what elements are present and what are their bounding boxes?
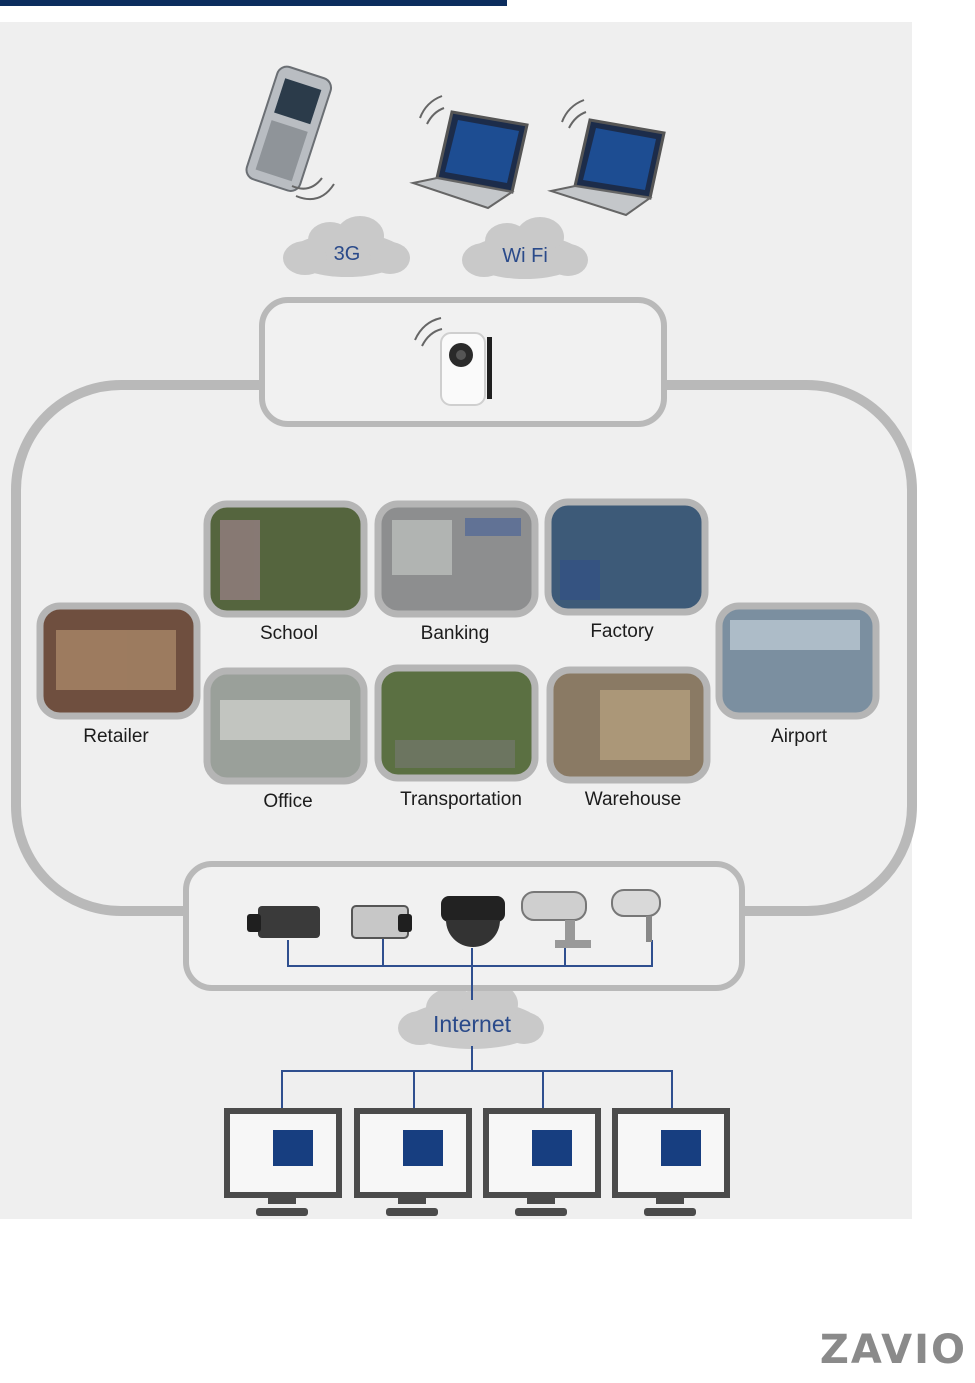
transportation-label: Transportation <box>371 789 551 811</box>
laptop-icon <box>413 96 527 208</box>
banking-label: Banking <box>365 623 545 645</box>
monitor-icon <box>486 1111 598 1216</box>
warehouse-label: Warehouse <box>543 789 723 811</box>
school-label: School <box>199 623 379 645</box>
internet-cloud-label: Internet <box>412 1011 532 1038</box>
factory-label: Factory <box>532 621 712 643</box>
monitor-icon <box>615 1111 727 1216</box>
monitor-links <box>282 1046 672 1110</box>
office-label: Office <box>198 791 378 813</box>
cell-cloud-label: 3G <box>317 243 377 266</box>
monitor-icon <box>227 1111 339 1216</box>
airport-label: Airport <box>709 726 889 748</box>
zavio-logo: ZAVIO <box>820 1327 967 1373</box>
box-camera-icon <box>352 906 412 938</box>
wifi-cloud-label: Wi Fi <box>490 245 560 268</box>
retailer-label: Retailer <box>26 726 206 748</box>
monitor-icon <box>357 1111 469 1216</box>
mobile-phone-icon <box>244 64 334 194</box>
laptop-icon <box>551 100 664 215</box>
